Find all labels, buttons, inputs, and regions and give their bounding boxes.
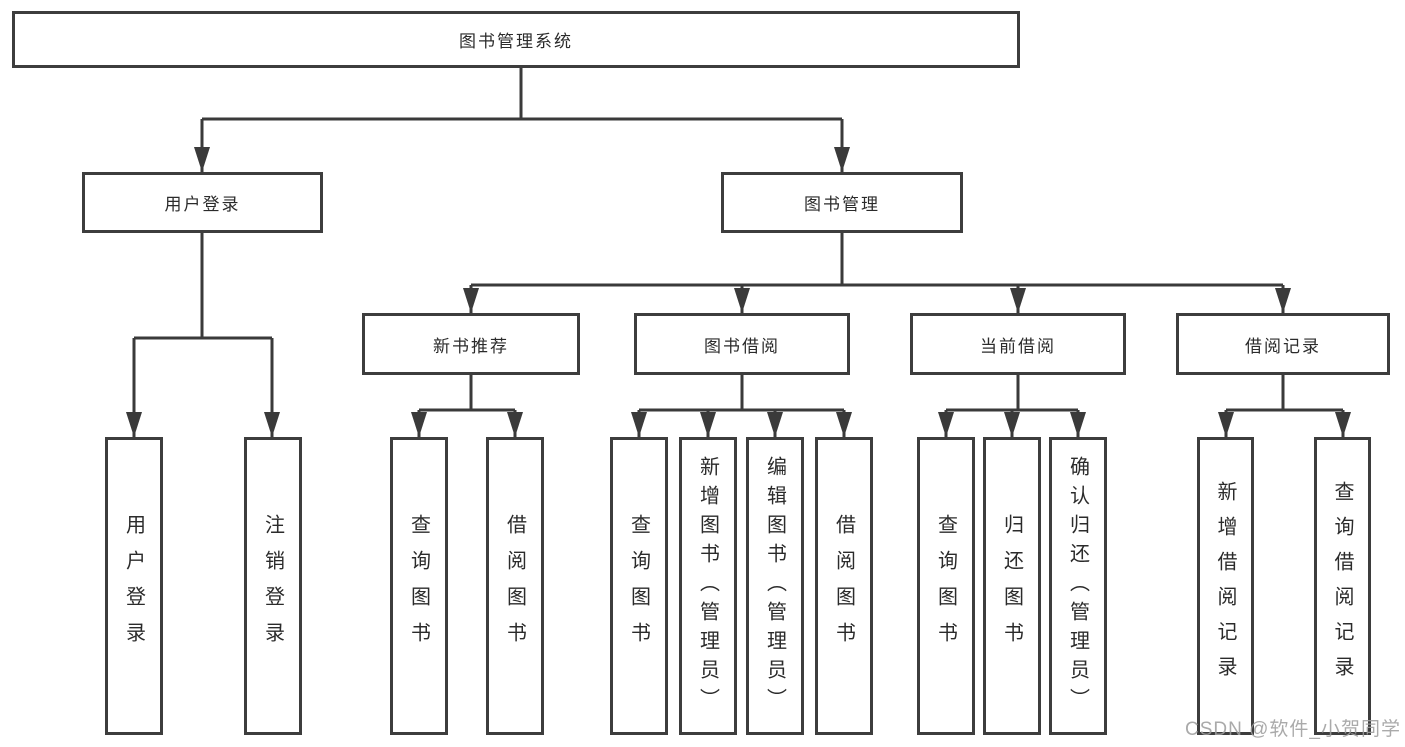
leaf-borrow-books-recommend: 借阅图书 (486, 437, 544, 735)
leaf-user-login: 用户登录 (105, 437, 163, 735)
leaf-query-books-borrow: 查询图书 (610, 437, 668, 735)
node-book-management-label: 图书管理 (804, 195, 880, 214)
node-book-borrowing-label: 图书借阅 (704, 336, 780, 356)
leaf-add-borrow-record: 新增借阅记录 (1197, 437, 1254, 735)
node-root-system: 图书管理系统 (12, 11, 1020, 68)
leaf-borrow-books: 借阅图书 (815, 437, 873, 735)
node-borrow-records-label: 借阅记录 (1245, 336, 1321, 356)
node-user-login: 用户登录 (82, 172, 323, 233)
node-book-management: 图书管理 (721, 172, 963, 233)
leaf-confirm-return-admin: 确认归还（管理员） (1049, 437, 1107, 735)
leaf-query-borrow-record: 查询借阅记录 (1314, 437, 1371, 735)
node-book-borrowing: 图书借阅 (634, 313, 850, 375)
node-borrow-records: 借阅记录 (1176, 313, 1390, 375)
node-user-login-label: 用户登录 (164, 195, 241, 214)
node-current-borrowing: 当前借阅 (910, 313, 1126, 375)
csdn-watermark: CSDN @软件_小贺同学 (1185, 719, 1401, 740)
node-current-borrowing-label: 当前借阅 (980, 336, 1056, 356)
node-root-label: 图书管理系统 (459, 32, 573, 51)
node-new-book-recommend: 新书推荐 (362, 313, 580, 375)
leaf-return-books: 归还图书 (983, 437, 1041, 735)
leaf-logout: 注销登录 (244, 437, 302, 735)
leaf-edit-books-admin: 编辑图书（管理员） (746, 437, 804, 735)
node-new-book-recommend-label: 新书推荐 (433, 336, 509, 356)
leaf-query-books-current: 查询图书 (917, 437, 975, 735)
leaf-add-books-admin: 新增图书（管理员） (679, 437, 737, 735)
leaf-query-books-recommend: 查询图书 (390, 437, 448, 735)
